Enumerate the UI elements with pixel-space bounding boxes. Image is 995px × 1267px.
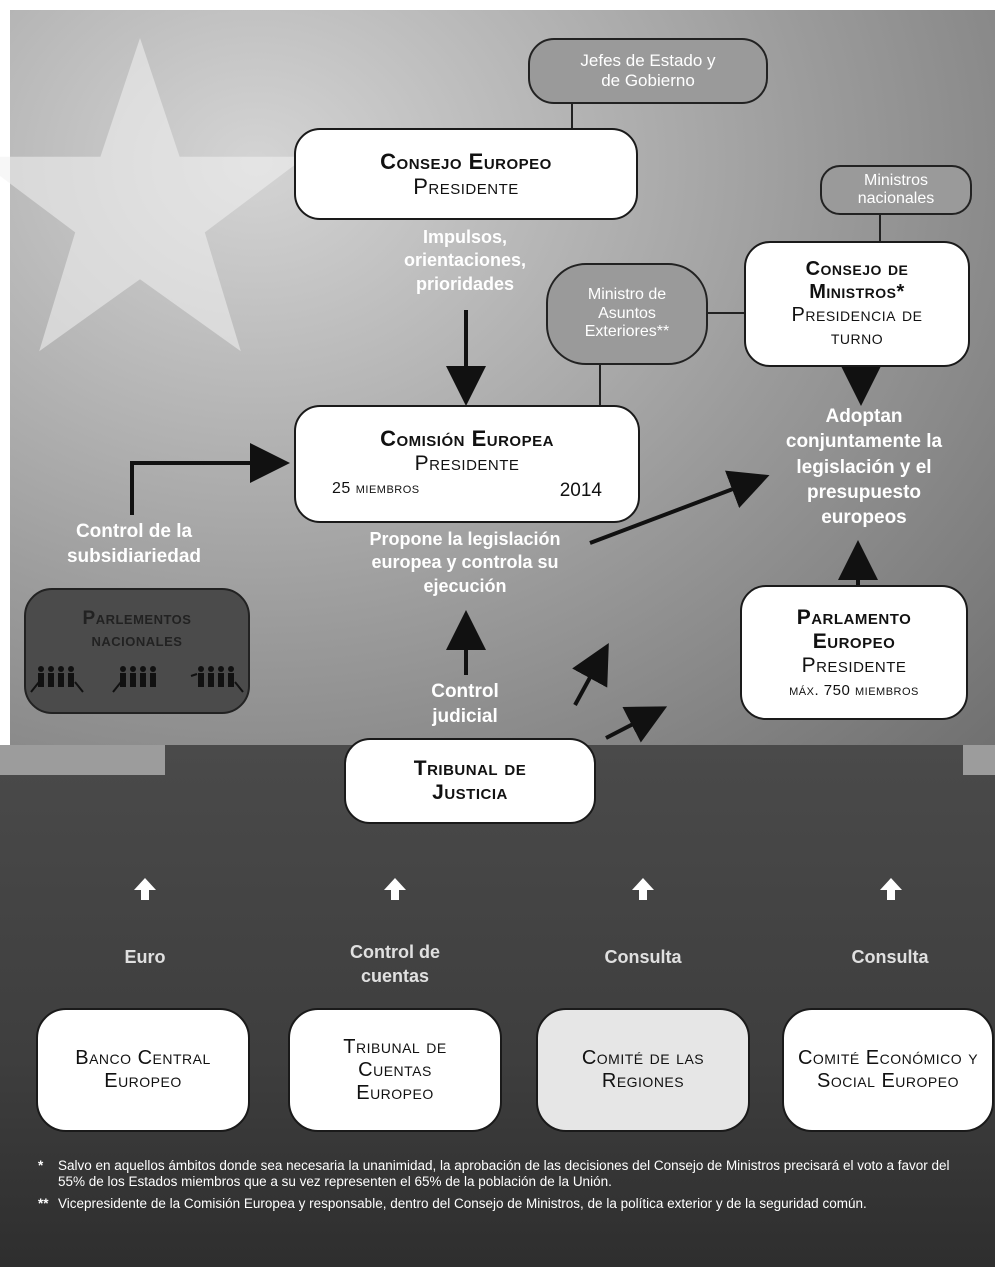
footnote-text: Vicepresidente de la Comisión Europea y … [58, 1196, 867, 1212]
arrow-up-icon [880, 878, 902, 900]
control-subsidiariedad-label: Control de la subsidiariedad [66, 521, 202, 567]
bottom-label-consulta-social: Consulta [851, 947, 929, 967]
adoptan-label: Adoptan conjuntamente la legislación y e… [785, 406, 943, 529]
tribunal-cuentas-label: Tribunal de Cuentas Europeo [343, 1035, 447, 1104]
bottom-label-cuentas: Control de cuentas [350, 942, 440, 987]
jefes-box: Jefes de Estado y de Gobierno [528, 38, 768, 104]
background-notch-right [963, 745, 995, 775]
comision-title: Comisión Europea [380, 426, 554, 452]
parlamento-title: Parlamento Europeo [796, 605, 912, 653]
impulsos-label: Impulsos, orientaciones, prioridades [403, 227, 527, 294]
footnote-text: Salvo en aquellos ámbitos donde sea nece… [58, 1158, 950, 1190]
ministro-exteriores-label: Ministro de Asuntos Exteriores** [584, 286, 670, 341]
propone-label: Propone la legislación europea y control… [369, 529, 561, 596]
comite-regiones-label: Comité de las Regiones [581, 1047, 705, 1092]
tribunal-cuentas-box: Tribunal de Cuentas Europeo [288, 1008, 502, 1132]
footnote-mark: ** [38, 1196, 49, 1212]
comision-subtitle: Presidente [414, 451, 520, 475]
arrow-up-icon [384, 878, 406, 900]
consejo-ministros-box: Consejo de Ministros* Presidencia de tur… [744, 241, 970, 367]
comision-europea-box: Comisión Europea Presidente 25 miembros … [294, 405, 640, 523]
ministros-nacionales-box: Ministros nacionales [820, 165, 972, 215]
parlamentos-nacionales-title: Parlementos nacionales [82, 608, 192, 651]
comite-regiones-box: Comité de las Regiones [536, 1008, 750, 1132]
control-judicial-label: Control judicial [431, 681, 499, 727]
arrow-up-icon [632, 878, 654, 900]
consejo-ministros-subtitle: Presidencia de turno [791, 304, 923, 349]
background-notch-left [0, 745, 165, 775]
tribunal-justicia-label: Tribunal de Justicia [413, 756, 527, 804]
people-icon [112, 665, 156, 693]
background-bottom [0, 745, 995, 1267]
tribunal-justicia-box: Tribunal de Justicia [344, 738, 596, 824]
star-watermark-icon [0, 38, 306, 352]
footnote-2: ** Vicepresidente de la Comisión Europea… [38, 1196, 958, 1212]
bottom-label-consulta-regiones: Consulta [604, 947, 682, 967]
comite-economico-box: Comité Económico y Social Europeo [782, 1008, 994, 1132]
consejo-europeo-subtitle: Presidente [413, 174, 519, 199]
arrow-up-icon [134, 878, 156, 900]
banco-central-box: Banco Central Europeo [36, 1008, 250, 1132]
consejo-europeo-box: Consejo Europeo Presidente [294, 128, 638, 220]
consejo-ministros-title: Consejo de Ministros* [805, 258, 909, 303]
bottom-label-euro: Euro [124, 947, 166, 967]
consejo-europeo-title: Consejo Europeo [380, 148, 552, 174]
people-group [29, 664, 245, 694]
ministro-exteriores-box: Ministro de Asuntos Exteriores** [546, 263, 708, 365]
parlamentos-nacionales-box: Parlementos nacionales [24, 588, 250, 714]
footnote-1: * Salvo en aquellos ámbitos donde sea ne… [38, 1158, 958, 1190]
comite-economico-label: Comité Económico y Social Europeo [797, 1047, 979, 1092]
banco-central-label: Banco Central Europeo [75, 1047, 211, 1092]
ministros-nacionales-label: Ministros nacionales [857, 171, 935, 207]
footnote-mark: * [38, 1158, 44, 1173]
comision-year: 2014 [559, 479, 602, 501]
comision-members: 25 miembros [332, 479, 420, 497]
jefes-label: Jefes de Estado y de Gobierno [580, 51, 716, 90]
parlamento-subtitle: Presidente [801, 653, 907, 677]
parlamento-europeo-box: Parlamento Europeo Presidente máx. 750 m… [740, 585, 968, 720]
people-icon [190, 665, 244, 693]
people-icon [30, 665, 84, 693]
footnotes: * Salvo en aquellos ámbitos donde sea ne… [38, 1158, 958, 1219]
parlamento-members: máx. 750 miembros [789, 682, 919, 700]
